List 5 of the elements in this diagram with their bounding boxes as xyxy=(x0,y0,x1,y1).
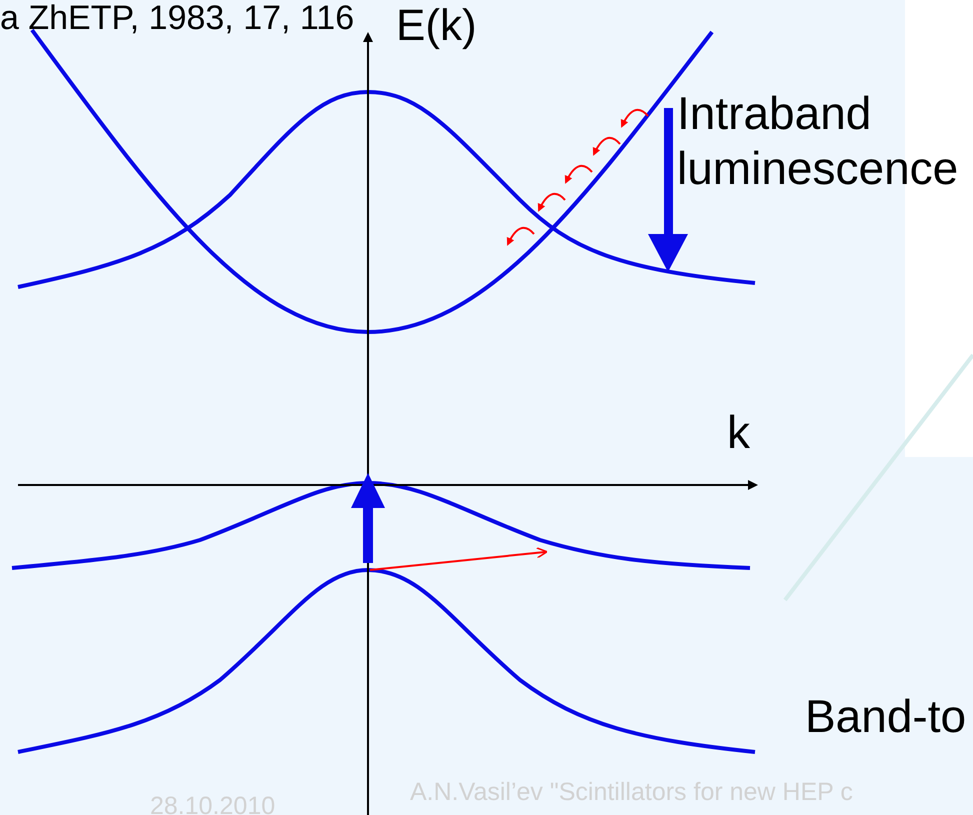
axis-label: E(k) xyxy=(396,2,477,50)
transition-label: Intraband luminescence xyxy=(677,86,960,196)
transition-label: Band-to xyxy=(805,689,966,744)
axis-label: k xyxy=(727,405,750,460)
reference-text: a ZhETP, 1983, 17, 116 xyxy=(0,0,354,36)
